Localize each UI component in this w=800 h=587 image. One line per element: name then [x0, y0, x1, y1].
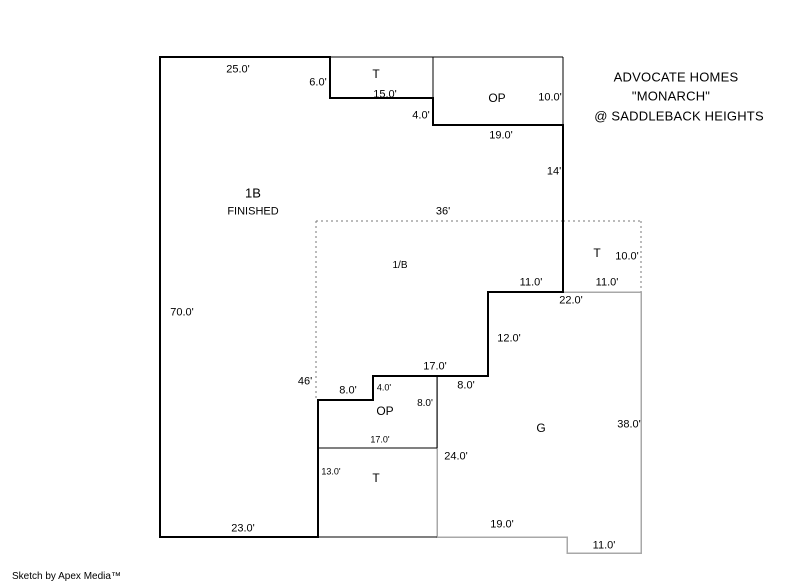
area-label-half-basement: 1/B [392, 260, 408, 271]
area-label-op-top: OP [488, 91, 506, 105]
dim-garage-left: 24.0' [444, 450, 468, 463]
dim-op-bottom-height: 8.0' [417, 398, 433, 409]
dim-left-height: 70.0' [170, 306, 194, 319]
dim-notch-width: 8.0' [339, 384, 357, 397]
dim-top-step2-height: 4.0' [412, 109, 430, 122]
dim-garage-top-total: 22.0' [559, 294, 583, 307]
dim-notch-height: 4.0' [376, 382, 392, 393]
dwelling-lines-group [159, 56, 564, 538]
dim-basement-height: 46' [297, 375, 313, 388]
dim-garage-bottom-right: 11.0' [592, 539, 616, 552]
dim-garage-top-segment: 8.0' [457, 379, 475, 392]
header-line-1: ADVOCATE HOMES [613, 69, 739, 85]
header-line-3: @ SADDLEBACK HEIGHTS [594, 108, 764, 124]
dim-garage-right: 38.0' [617, 418, 641, 431]
dim-garage-top-left: 11.0' [519, 276, 543, 289]
dim-bottom-width: 23.0' [231, 522, 255, 535]
dim-garage-bottom: 19.0' [490, 518, 514, 531]
dim-op-top-height: 10.0' [538, 91, 562, 104]
dim-tile-right-height: 10.0' [615, 250, 639, 263]
dim-mid-wall: 17.0' [423, 360, 447, 373]
dim-right-upper: 14' [546, 165, 562, 178]
dim-basement-width: 36' [435, 205, 451, 218]
dim-tile-bottom-height: 13.0' [321, 466, 341, 477]
area-label-main-status: FINISHED [227, 205, 279, 218]
area-label-main: 1B [245, 185, 261, 201]
area-label-tile-right: T [593, 246, 601, 260]
area-label-op-bottom: OP [376, 404, 394, 418]
area-label-tile-bottom: T [372, 471, 380, 485]
dim-top-step-height: 6.0' [309, 76, 327, 89]
dim-top-width: 25.0' [226, 63, 250, 76]
main-outline [159, 56, 564, 538]
dim-garage-upper-left: 12.0' [497, 332, 521, 345]
dim-op-top-width: 19.0' [489, 129, 513, 142]
area-label-tile-top: T [372, 67, 380, 81]
dim-tile-bottom-width: 17.0' [370, 434, 390, 445]
dim-tile-right-width: 11.0' [595, 276, 619, 289]
area-label-garage: G [536, 421, 546, 435]
thin-lines-group [318, 56, 564, 538]
header-line-2: "MONARCH" [631, 88, 711, 104]
dashed-lines-group [315, 220, 642, 400]
sketch-credit: Sketch by Apex Media™ [12, 571, 121, 582]
dim-top-step-width: 15.0' [373, 88, 397, 101]
